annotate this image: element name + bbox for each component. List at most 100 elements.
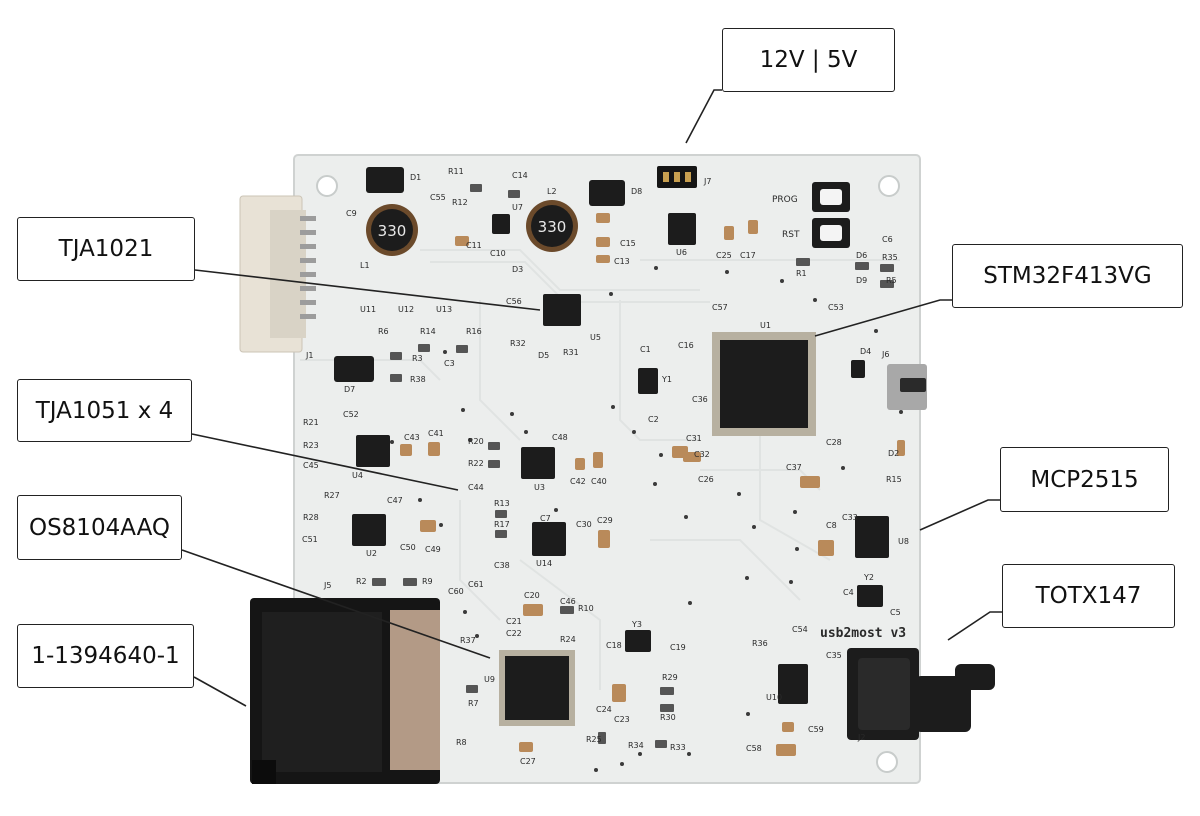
board-vias: [390, 266, 903, 772]
designator-c19: C19: [670, 643, 686, 652]
callout-power-select: 12V | 5V: [722, 28, 895, 92]
designator-c61: C61: [468, 580, 484, 589]
designator-c52: C52: [343, 410, 359, 419]
designator-y2: Y2: [863, 573, 874, 582]
leader-tja1021: [194, 269, 541, 311]
designator-d3: D3: [512, 265, 523, 274]
designator-u8: U8: [898, 537, 909, 546]
designator-l2: L2: [547, 187, 557, 196]
designator-r31: R31: [563, 348, 579, 357]
designator-r15: R15: [886, 475, 902, 484]
designator-r8: R8: [456, 738, 467, 747]
leader-connector: [193, 676, 247, 707]
designator-d4: D4: [860, 347, 871, 356]
designator-c33: C33: [842, 513, 858, 522]
connector-j1-pins: [300, 216, 316, 319]
board-title: usb2most v3: [820, 626, 906, 641]
inductor-l2: 330: [526, 200, 578, 252]
designator-r37: R37: [460, 636, 476, 645]
designator-r20: R20: [468, 437, 484, 446]
designator-j1: J1: [305, 351, 313, 360]
designator-c2: C2: [648, 415, 659, 424]
ic-mcp2515-u8: [855, 516, 889, 558]
designator-c36: C36: [692, 395, 708, 404]
designator-c27: C27: [520, 757, 536, 766]
designator-c25: C25: [716, 251, 732, 260]
designator-r13: R13: [494, 499, 510, 508]
designator-r1: R1: [796, 269, 807, 278]
designator-r17: R17: [494, 520, 510, 529]
mounting-hole-tl: [316, 175, 338, 197]
designator-c22: C22: [506, 629, 522, 638]
designator-d6: D6: [856, 251, 867, 260]
designator-c28: C28: [826, 438, 842, 447]
designator-u5: U5: [590, 333, 601, 342]
designator-r9: R9: [422, 577, 433, 586]
designator-c59: C59: [808, 725, 824, 734]
designator-c46: C46: [560, 597, 576, 606]
designator-c54: C54: [792, 625, 808, 634]
diode-d8: [589, 180, 625, 206]
designator-c32: C32: [694, 450, 710, 459]
designator-r27: R27: [324, 491, 340, 500]
resistor-components: [372, 184, 894, 748]
component-designators: D1 R11 C14 D8 J7 C9 C55 R12 L2 C11 C10 U…: [302, 167, 909, 766]
label-rst: RST: [782, 230, 800, 240]
designator-c40: C40: [591, 477, 607, 486]
designator-u11: U11: [360, 305, 376, 314]
designator-u12: U12: [398, 305, 414, 314]
designator-c44: C44: [468, 483, 484, 492]
designator-r36: R36: [752, 639, 768, 648]
designator-r25: R25: [586, 735, 602, 744]
designator-u14: U14: [536, 559, 552, 568]
designator-r22: R22: [468, 459, 484, 468]
designator-c24: C24: [596, 705, 612, 714]
designator-r32: R32: [510, 339, 526, 348]
button-rst: [812, 218, 850, 248]
label-prog: PROG: [772, 195, 798, 205]
designator-r33: R33: [670, 743, 686, 752]
designator-c13: C13: [614, 257, 630, 266]
leader-os8104: [181, 549, 491, 659]
leader-mcp2515: [919, 499, 1000, 531]
designator-c10: C10: [490, 249, 506, 258]
crystal-y1: [638, 368, 658, 394]
designator-r34: R34: [628, 741, 644, 750]
designator-c30: C30: [576, 520, 592, 529]
designator-u6: U6: [676, 248, 687, 257]
leader-stm32: [814, 299, 952, 337]
connector-j1: [239, 195, 306, 353]
regulator-u6: [668, 213, 696, 245]
designator-u13: U13: [436, 305, 452, 314]
ic-tja1051-u4: [356, 435, 390, 467]
designator-c60: C60: [448, 587, 464, 596]
designator-l1: L1: [360, 261, 370, 270]
ic-tja1051-u3: [521, 447, 555, 479]
designator-j7: J7: [703, 177, 711, 186]
designator-u4: U4: [352, 471, 363, 480]
optical-transmitter-j2: [847, 648, 995, 740]
designator-r3: R3: [412, 354, 423, 363]
designator-u7: U7: [512, 203, 523, 212]
designator-c21: C21: [506, 617, 522, 626]
inductor-l1: 330: [366, 204, 418, 256]
designator-y3: Y3: [631, 620, 642, 629]
designator-c7: C7: [540, 514, 551, 523]
designator-u3: U3: [534, 483, 545, 492]
designator-c17: C17: [740, 251, 756, 260]
designator-c11: C11: [466, 241, 482, 250]
designator-c35: C35: [826, 651, 842, 660]
designator-r10: R10: [578, 604, 594, 613]
designator-c42: C42: [570, 477, 586, 486]
ic-u10: [778, 664, 808, 704]
mounting-hole-br: [876, 751, 898, 773]
designator-c16: C16: [678, 341, 694, 350]
designator-c58: C58: [746, 744, 762, 753]
chip-u7: [492, 214, 510, 234]
designator-r2: R2: [356, 577, 367, 586]
designator-c6: C6: [882, 235, 893, 244]
leader-totx147: [947, 611, 1002, 641]
crystal-y3: [625, 630, 651, 652]
designator-c37: C37: [786, 463, 802, 472]
designator-d8: D8: [631, 187, 642, 196]
